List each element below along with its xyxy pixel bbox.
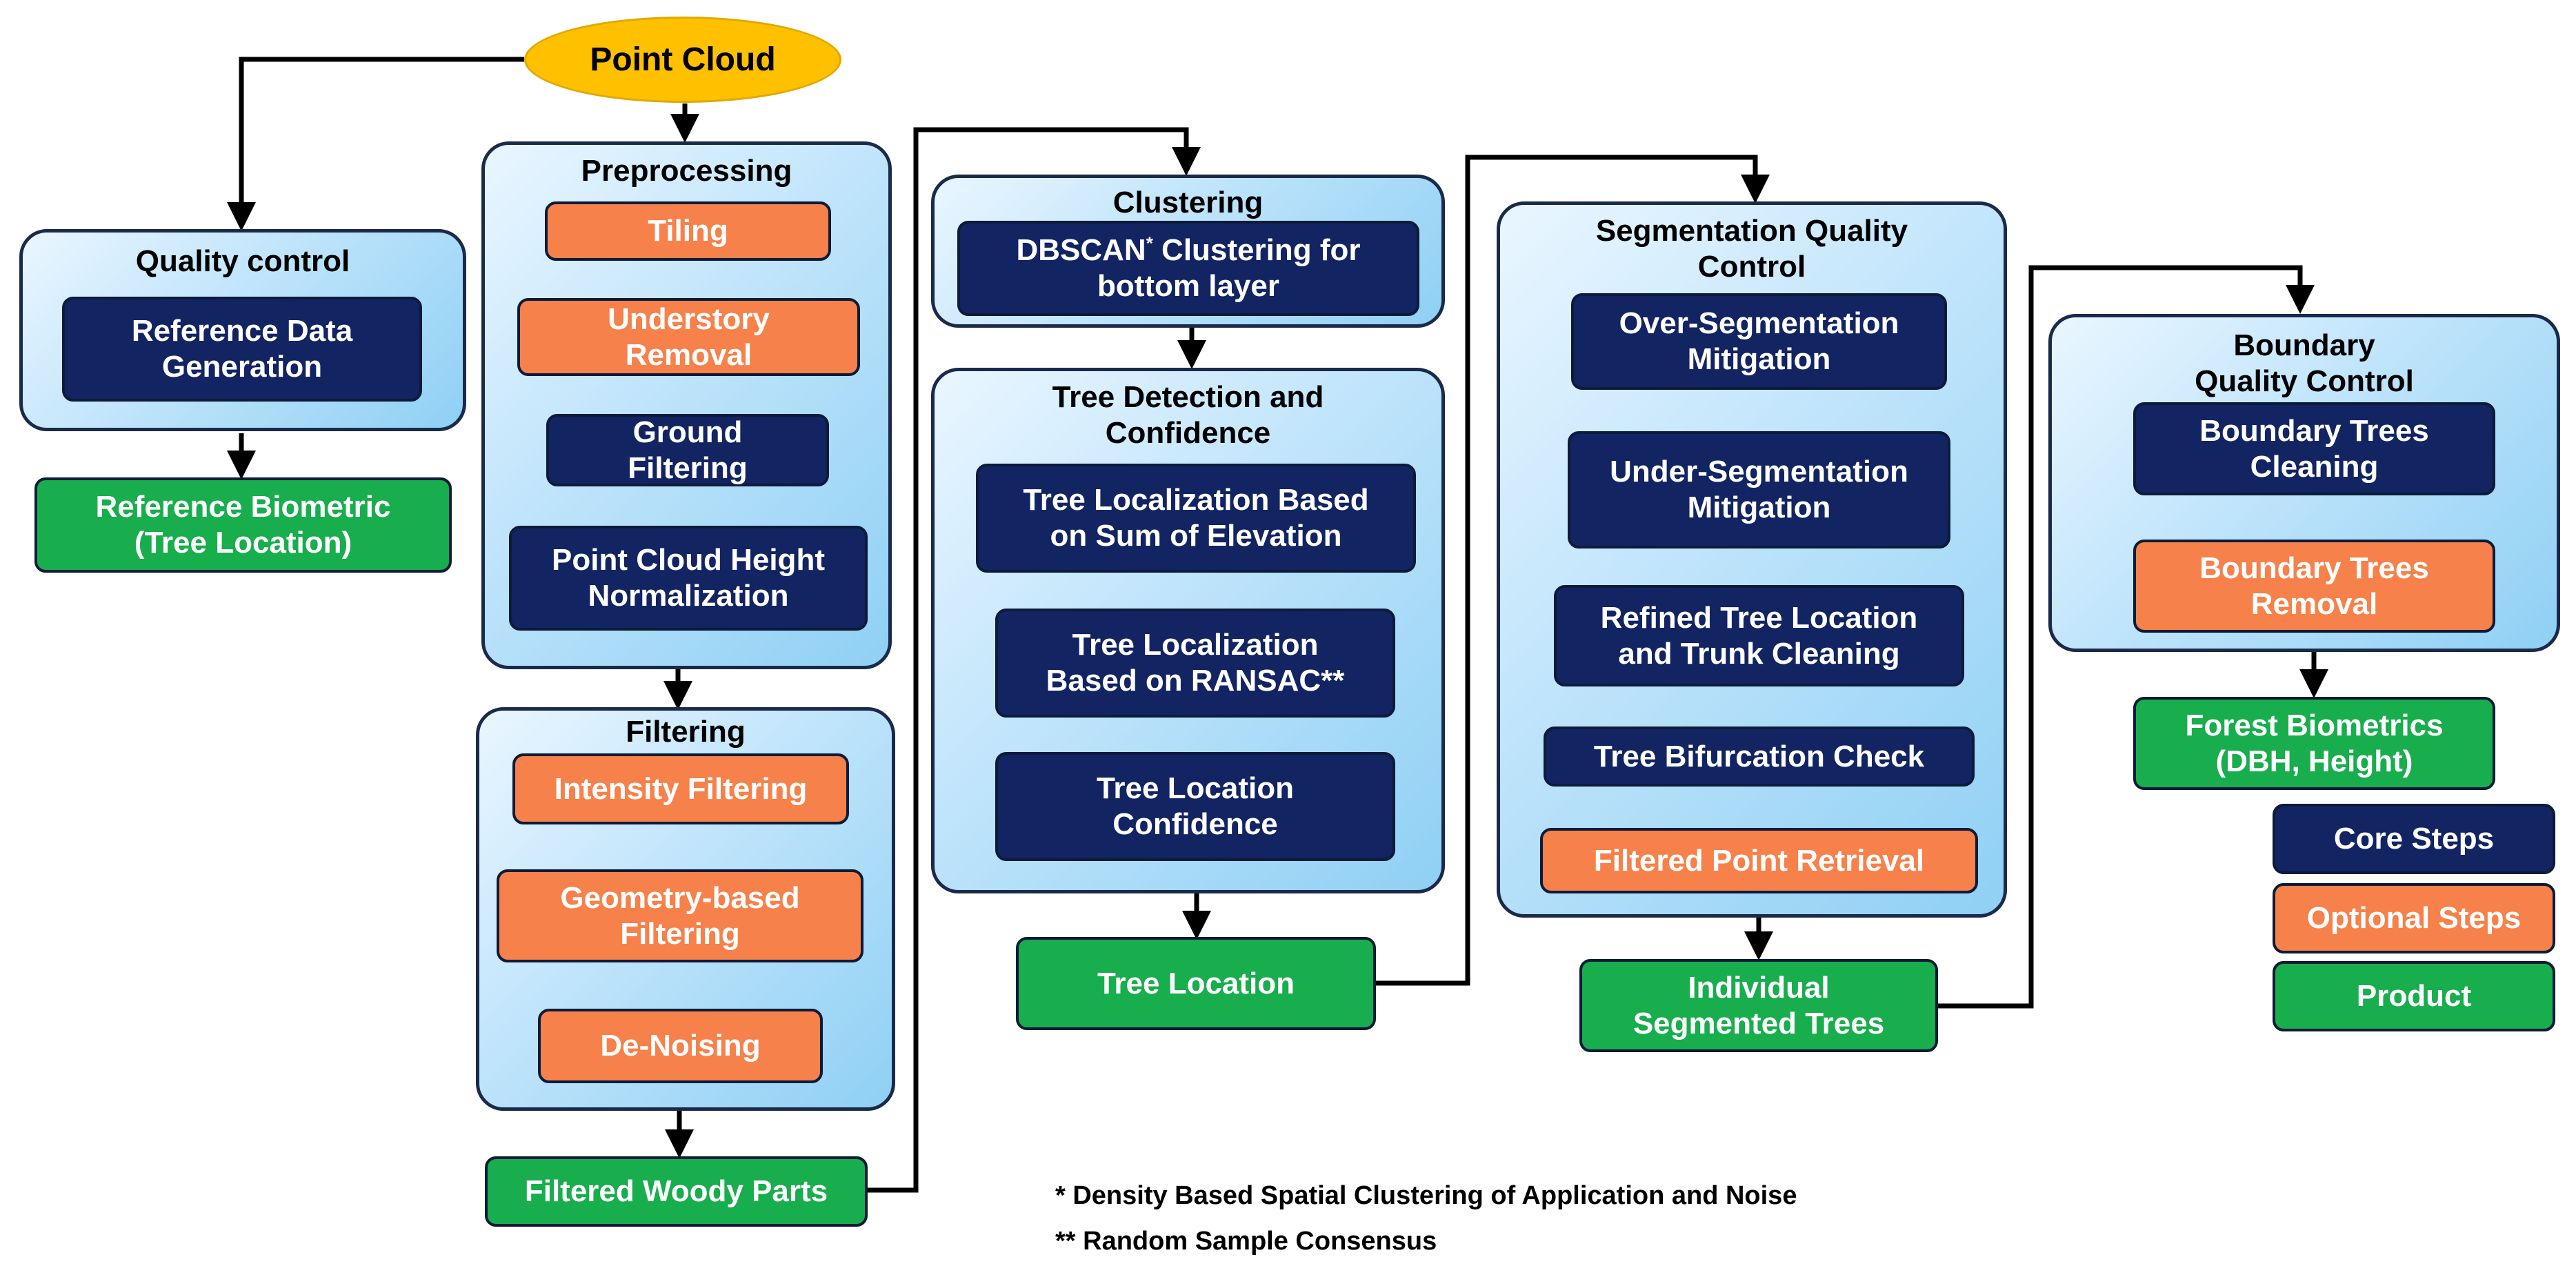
group-title: Filtering xyxy=(626,715,746,749)
product-forest-biometrics: Forest Biometrics (DBH, Height) xyxy=(2133,697,2495,790)
step-geometry-filtering: Geometry-based Filtering xyxy=(497,869,863,962)
group-title: Segmentation Quality Control xyxy=(1595,214,1908,284)
step-dbscan-clustering: DBSCAN* Clustering for bottom layer xyxy=(957,221,1419,316)
arrow-woody-to-clustering xyxy=(868,127,1201,1193)
group-title: Tree Detection and Confidence xyxy=(1052,380,1324,450)
product-reference-biometric: Reference Biometric (Tree Location) xyxy=(34,477,452,573)
arrow-individual-to-boundary xyxy=(1938,265,2315,1009)
step-boundary-cleaning: Boundary Trees Cleaning xyxy=(2133,402,2495,495)
product-individual-trees: Individual Segmented Trees xyxy=(1579,959,1938,1052)
step-reference-data-generation: Reference Data Generation xyxy=(62,297,422,402)
legend-core-steps: Core Steps xyxy=(2273,804,2555,874)
footnote-ransac: ** Random Sample Consensus xyxy=(1055,1227,1437,1256)
group-title: Boundary Quality Control xyxy=(2195,328,2414,398)
product-tree-location: Tree Location xyxy=(1016,937,1376,1030)
step-over-segmentation: Over-Segmentation Mitigation xyxy=(1571,293,1947,390)
step-tiling: Tiling xyxy=(545,201,831,261)
step-bifurcation-check: Tree Bifurcation Check xyxy=(1544,727,1975,787)
legend-optional-steps: Optional Steps xyxy=(2273,883,2555,953)
step-location-confidence: Tree Location Confidence xyxy=(995,752,1395,861)
step-under-segmentation: Under-Segmentation Mitigation xyxy=(1568,431,1950,548)
group-title: Preprocessing xyxy=(581,154,792,188)
product-filtered-woody-parts: Filtered Woody Parts xyxy=(485,1156,868,1227)
step-height-normalization: Point Cloud Height Normalization xyxy=(509,526,868,631)
dbscan-label: DBSCAN* Clustering for bottom layer xyxy=(1016,233,1361,303)
group-title: Quality control xyxy=(135,244,350,278)
step-intensity-filtering: Intensity Filtering xyxy=(512,753,849,824)
step-refined-location: Refined Tree Location and Trunk Cleaning xyxy=(1554,585,1964,686)
point-cloud-start: Point Cloud xyxy=(524,17,841,103)
step-understory-removal: Understory Removal xyxy=(517,298,860,376)
step-de-noising: De-Noising xyxy=(538,1009,823,1083)
arrow-location-to-segmentation xyxy=(1376,155,1770,986)
step-filtered-point-retrieval: Filtered Point Retrieval xyxy=(1540,828,1978,893)
point-cloud-label: Point Cloud xyxy=(590,41,776,78)
group-title: Clustering xyxy=(1112,186,1264,219)
arrow-pointcloud-to-quality xyxy=(227,57,524,231)
legend-product: Product xyxy=(2273,961,2555,1031)
step-ground-filtering: Ground Filtering xyxy=(546,414,829,486)
step-boundary-removal: Boundary Trees Removal xyxy=(2133,540,2495,633)
step-localization-ransac: Tree Localization Based on RANSAC** xyxy=(995,609,1395,718)
footnote-dbscan: * Density Based Spatial Clustering of Ap… xyxy=(1055,1181,1797,1210)
step-localization-elevation: Tree Localization Based on Sum of Elevat… xyxy=(976,464,1416,573)
